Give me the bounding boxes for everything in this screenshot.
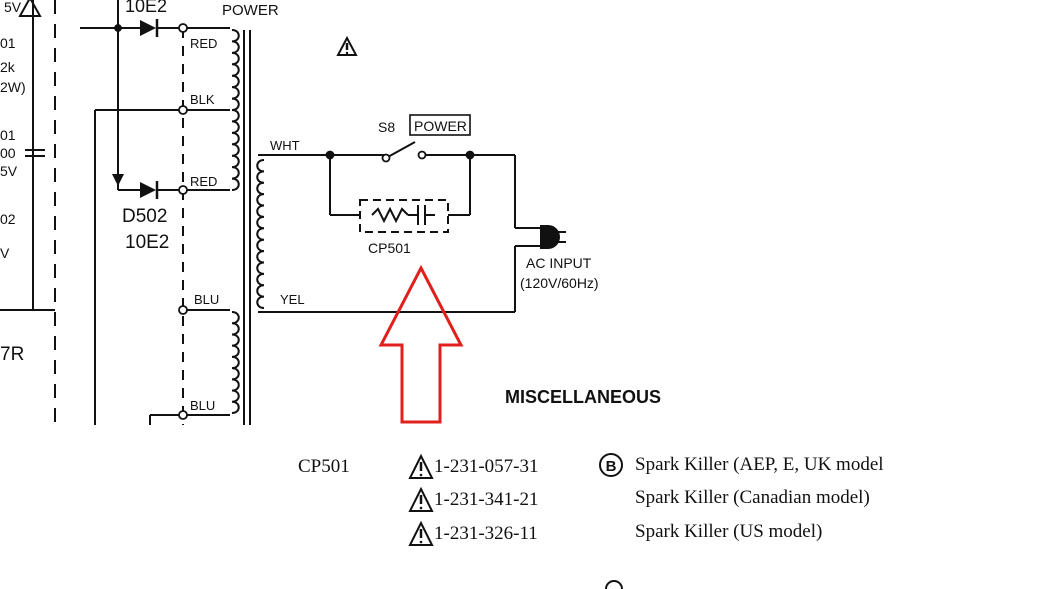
coil-secondary-bottom xyxy=(231,311,240,414)
left-fragment: 7R xyxy=(0,344,24,365)
warning-icon xyxy=(336,35,358,56)
plug-icon xyxy=(540,225,560,249)
spark-killer-outline xyxy=(359,199,449,233)
wire-label-blk: BLK xyxy=(190,92,215,107)
wire-label-wht: WHT xyxy=(270,138,300,153)
diode-top xyxy=(140,19,159,37)
ac-input-label: AC INPUT xyxy=(526,255,592,271)
wiring xyxy=(0,0,566,425)
left-fragment: 01 xyxy=(0,35,16,51)
parts-row: 1-231-057-31 Spark Killer (AEP, E, UK mo… xyxy=(408,453,884,479)
grade-badge-icon xyxy=(599,453,623,477)
warning-icon xyxy=(408,453,434,479)
part-number: 1-231-326-11 xyxy=(434,523,538,544)
wire-label-blu-bottom: BLU xyxy=(190,398,215,413)
warning-icon xyxy=(408,486,434,512)
arrowhead-icon xyxy=(112,174,124,186)
nodes xyxy=(114,23,475,420)
part-number: 1-231-341-21 xyxy=(434,489,538,510)
switch-blade xyxy=(385,141,416,159)
wire-label-yel: YEL xyxy=(280,292,305,307)
parts-row: 1-231-326-11 Spark Killer (US model) xyxy=(408,520,822,546)
part-number: 1-231-057-31 xyxy=(434,456,538,477)
left-fragment: 2k xyxy=(0,59,16,75)
warning-icon xyxy=(408,520,434,546)
left-fragment: 00 xyxy=(0,145,16,161)
switch-label-box xyxy=(409,114,471,136)
warning-icon xyxy=(18,0,42,17)
grade-badge: B xyxy=(606,458,617,475)
partial-badge-icon xyxy=(605,580,623,589)
parts-list: CP501 B 1-231-057-31 Spark Killer (AEP, … xyxy=(298,453,884,589)
parts-row: 1-231-341-21 Spark Killer (Canadian mode… xyxy=(408,486,870,512)
ac-input-rating: (120V/60Hz) xyxy=(520,275,599,291)
spark-killer-ref: CP501 xyxy=(368,240,411,256)
left-top-label: 5V xyxy=(4,0,22,15)
part-description: Spark Killer (AEP, E, UK model xyxy=(635,454,884,475)
left-fragment: 01 xyxy=(0,127,16,143)
left-fragment: 2W) xyxy=(0,79,26,95)
left-fragment: 5V xyxy=(0,163,18,179)
wire-label-blu-top: BLU xyxy=(194,292,219,307)
switch-label: POWER xyxy=(414,118,467,134)
wire-label-red-top: RED xyxy=(190,36,217,51)
schematic-labels: 5V 10E2 POWER RED BLK RED BLU BLU WHT YE… xyxy=(0,0,661,413)
wire-label-red-mid: RED xyxy=(190,174,217,189)
resistor-symbol xyxy=(371,206,409,224)
coils xyxy=(231,29,265,414)
left-fragment: V xyxy=(0,245,10,261)
parts-ref: CP501 xyxy=(298,456,350,477)
switch-ref: S8 xyxy=(378,119,395,135)
part-description: Spark Killer (Canadian model) xyxy=(635,487,870,508)
diode-part: 10E2 xyxy=(125,232,169,253)
coil-secondary-top xyxy=(231,29,240,191)
coil-primary xyxy=(256,159,265,309)
transformer-label: POWER xyxy=(222,2,279,19)
diode-d502 xyxy=(140,181,159,199)
highlight-arrow xyxy=(378,264,464,424)
diode-ref: D502 xyxy=(122,206,167,227)
left-fragment: 02 xyxy=(0,211,16,227)
part-description: Spark Killer (US model) xyxy=(635,521,822,542)
diode-top-label: 10E2 xyxy=(125,0,167,16)
section-title: MISCELLANEOUS xyxy=(505,387,661,407)
